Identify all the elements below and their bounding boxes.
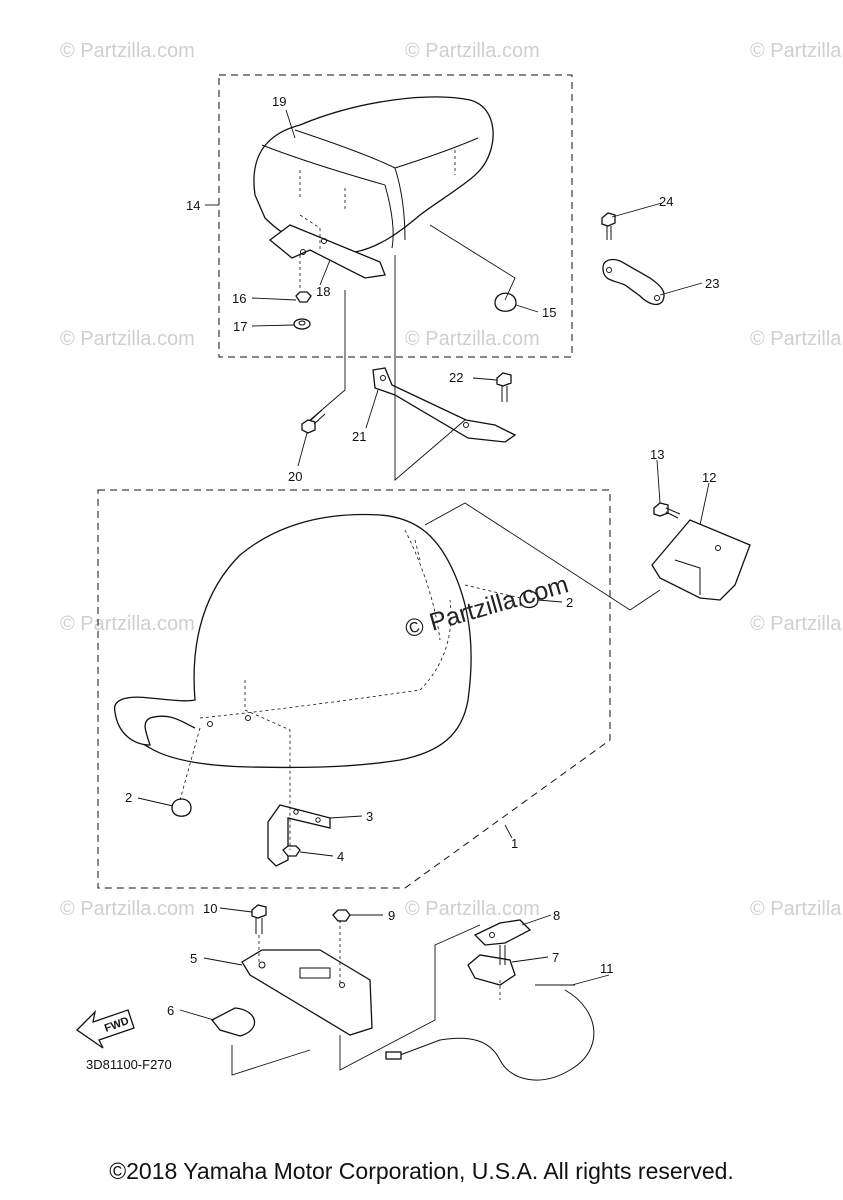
watermark-text: © Partzilla.com <box>750 898 843 920</box>
nut-16-part[interactable] <box>295 291 312 303</box>
copyright-notice: ©2018 Yamaha Motor Corporation, U.S.A. A… <box>109 1158 734 1184</box>
diagram-code: 3D81100-F270 <box>86 1057 172 1072</box>
watermark-text: © Partzilla.com <box>405 898 540 920</box>
callout-23[interactable]: 23 <box>705 276 719 291</box>
callout-3[interactable]: 3 <box>366 809 373 824</box>
grommet-15-part[interactable] <box>494 292 517 312</box>
callout-13[interactable]: 13 <box>650 447 664 462</box>
watermark-text: © Partzilla.com <box>60 40 195 62</box>
watermark-text: © Partzilla.com <box>60 898 195 920</box>
fwd-arrow-icon: FWD <box>75 1009 135 1049</box>
watermark-text: © Partzilla.com <box>405 328 540 350</box>
callout-9[interactable]: 9 <box>388 908 395 923</box>
callout-21[interactable]: 21 <box>352 429 366 444</box>
grab-handle-23-part[interactable] <box>602 258 665 306</box>
bracket-3-part[interactable] <box>267 804 331 867</box>
watermark-text: © Partzilla.com <box>750 613 843 635</box>
lock-plate-12-part[interactable] <box>651 519 751 601</box>
bolt-10-part[interactable] <box>251 904 267 934</box>
watermark-text: © Partzilla.com <box>60 328 195 350</box>
rear-seat-bracket-part[interactable] <box>268 224 386 279</box>
callout-labels: 19 14 16 18 17 15 24 23 22 21 20 13 12 2… <box>125 94 719 1018</box>
leader-lines <box>137 109 710 1021</box>
callout-2a[interactable]: 2 <box>566 595 573 610</box>
callout-1[interactable]: 1 <box>511 836 518 851</box>
callout-18[interactable]: 18 <box>316 284 330 299</box>
nut-9-part[interactable] <box>332 909 351 922</box>
front-seat-group-box <box>97 489 611 889</box>
callout-11[interactable]: 11 <box>600 961 614 976</box>
plate-8-part[interactable] <box>473 919 532 946</box>
bolt-20-part[interactable] <box>301 409 326 434</box>
callout-6[interactable]: 6 <box>167 1003 174 1018</box>
bolt-24-part[interactable] <box>601 212 616 240</box>
front-seat-part[interactable] <box>113 513 472 769</box>
callout-5[interactable]: 5 <box>190 951 197 966</box>
seat-bracket-21-part[interactable] <box>372 367 517 443</box>
cover-6-part[interactable] <box>210 1007 256 1037</box>
bolt-22-part[interactable] <box>496 372 512 402</box>
callout-20[interactable]: 20 <box>288 469 302 484</box>
parts-diagram: © Partzilla.com © Partzilla.com © Partzi… <box>60 40 843 1081</box>
callout-12[interactable]: 12 <box>702 470 716 485</box>
assembly-lines <box>179 214 661 1076</box>
watermark-text: © Partzilla.com <box>750 40 843 62</box>
callout-16[interactable]: 16 <box>232 291 246 306</box>
callout-22[interactable]: 22 <box>449 370 463 385</box>
callout-10[interactable]: 10 <box>203 901 217 916</box>
callout-4[interactable]: 4 <box>337 849 344 864</box>
callout-8[interactable]: 8 <box>553 908 560 923</box>
callout-2b[interactable]: 2 <box>125 790 132 805</box>
watermark-text: © Partzilla.com <box>405 40 540 62</box>
watermark-text: © Partzilla.com <box>60 613 195 635</box>
washer-17-part[interactable] <box>293 318 311 330</box>
cable-11-part[interactable] <box>385 984 595 1081</box>
callout-7[interactable]: 7 <box>552 950 559 965</box>
seat-lock-7-part[interactable] <box>467 945 516 986</box>
nut-4-part[interactable] <box>282 845 301 857</box>
bolt-13-part[interactable] <box>653 502 681 519</box>
grommet-2b-part[interactable] <box>171 798 192 817</box>
callout-24[interactable]: 24 <box>659 194 673 209</box>
callout-14[interactable]: 14 <box>186 198 200 213</box>
callout-19[interactable]: 19 <box>272 94 286 109</box>
watermark-layer: © Partzilla.com © Partzilla.com © Partzi… <box>60 40 843 920</box>
plate-5-part[interactable] <box>241 949 373 1036</box>
rear-seat-group-box <box>218 74 573 358</box>
callout-17[interactable]: 17 <box>233 319 247 334</box>
callout-15[interactable]: 15 <box>542 305 556 320</box>
watermark-text: © Partzilla.com <box>750 328 843 350</box>
